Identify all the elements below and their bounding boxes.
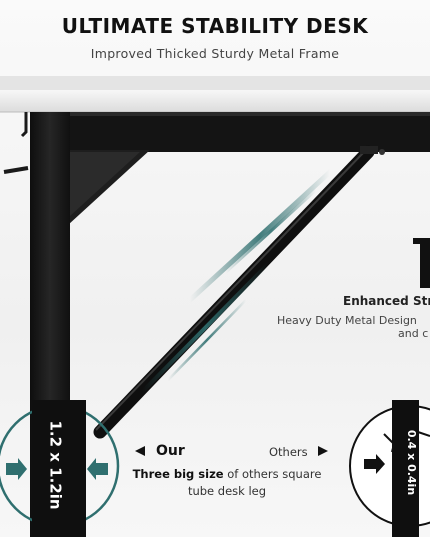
desk-top bbox=[0, 76, 430, 113]
caption-bold: Three big size bbox=[132, 467, 224, 481]
side-panel-edge bbox=[420, 238, 430, 288]
page-title: ULTIMATE STABILITY DESK bbox=[61, 14, 369, 38]
motion-streaks bbox=[140, 169, 333, 394]
feature-title: Enhanced Str bbox=[343, 294, 430, 308]
others-leg-size-label: 0.4 x 0.4in bbox=[405, 429, 419, 496]
our-leg-zoom bbox=[0, 400, 120, 537]
diagonal-brace bbox=[93, 145, 385, 439]
page-subtitle: Improved Thicked Sturdy Metal Frame bbox=[90, 46, 340, 61]
our-label: Our bbox=[156, 443, 185, 459]
others-leg-zoom bbox=[349, 400, 430, 537]
frame-apron bbox=[30, 112, 430, 152]
triangle-right-icon bbox=[318, 446, 328, 456]
our-leg-size-label: 1.2 x 1.2in bbox=[46, 420, 65, 510]
feature-description-line1: Heavy Duty Metal Design bbox=[277, 314, 417, 327]
feature-description-line2: and c bbox=[398, 327, 429, 340]
triangle-left-icon bbox=[135, 446, 145, 456]
others-label: Others bbox=[269, 445, 308, 459]
caption-rest: of others square tube desk leg bbox=[187, 467, 322, 498]
headphone-hook bbox=[20, 112, 28, 138]
comparison-caption: Three big size of others square tube des… bbox=[132, 466, 322, 500]
